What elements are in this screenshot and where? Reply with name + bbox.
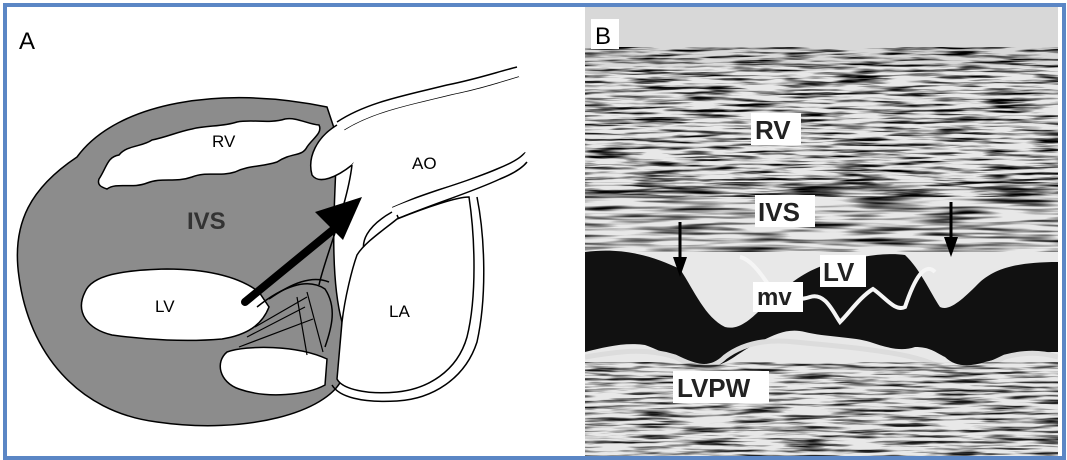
echo-label-ivs: IVS bbox=[758, 197, 800, 227]
echo-label-lvpw: LVPW bbox=[677, 373, 751, 403]
label-ao: AO bbox=[412, 154, 437, 173]
label-ivs: IVS bbox=[187, 208, 226, 235]
la-chamber bbox=[337, 197, 474, 393]
label-rv: RV bbox=[212, 132, 236, 151]
panel-b-mmode-image: B RV IVS LV mv LVPW bbox=[585, 7, 1058, 456]
panel-a-letter: A bbox=[19, 28, 35, 55]
echo-label-lv: LV bbox=[823, 257, 855, 287]
echo-label-rv: RV bbox=[755, 115, 791, 145]
ao-lumen bbox=[342, 77, 525, 209]
lower-chamber bbox=[220, 347, 327, 394]
panel-a-diagram: A RV IVS AO LV LA bbox=[7, 7, 585, 456]
panel-b-letter: B bbox=[595, 23, 611, 50]
echo-label-mv: mv bbox=[757, 284, 792, 311]
label-lv: LV bbox=[155, 297, 175, 316]
label-la: LA bbox=[389, 302, 410, 321]
